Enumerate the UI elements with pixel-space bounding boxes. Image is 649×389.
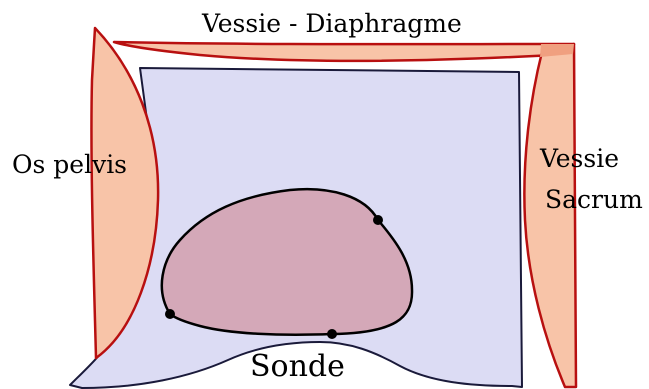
label-sacrum: Sacrum xyxy=(545,187,643,212)
label-sonde: Sonde xyxy=(250,352,345,382)
marker-point-top-right xyxy=(373,215,383,225)
label-vessie-diaphragme: Vessie - Diaphragme xyxy=(202,11,462,36)
label-vessie: Vessie xyxy=(540,146,619,171)
marker-point-left xyxy=(165,309,175,319)
marker-point-bottom xyxy=(327,329,337,339)
tissue-vessie-sacrum xyxy=(524,44,576,387)
tissue-vessie-diaphragme xyxy=(114,42,574,61)
label-os-pelvis: Os pelvis xyxy=(12,152,127,177)
